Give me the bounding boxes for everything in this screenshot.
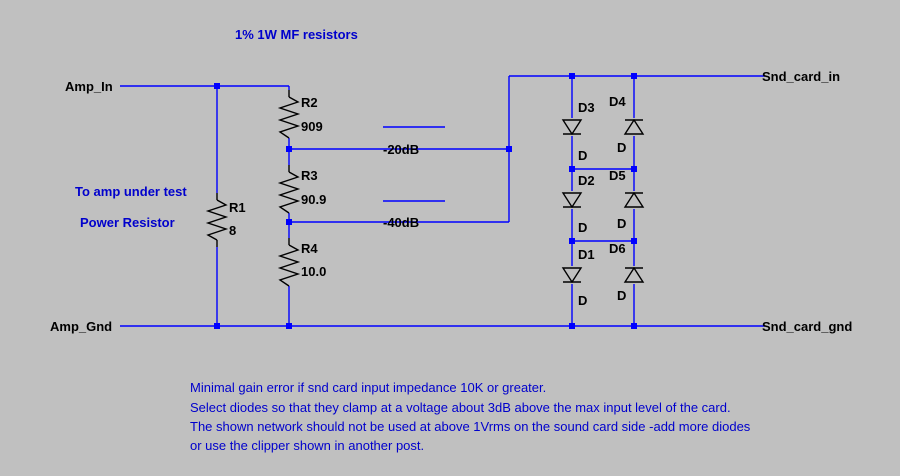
junction-dots <box>214 73 637 329</box>
net-label-snd-card-in: Snd_card_in <box>762 69 840 84</box>
r1-value: 8 <box>229 223 236 238</box>
r3-ref: R3 <box>301 168 318 183</box>
net-label-amp-gnd: Amp_Gnd <box>50 319 112 334</box>
d4-ref: D4 <box>609 94 626 109</box>
d6-value: D <box>617 288 626 303</box>
d3-value: D <box>578 148 587 163</box>
d6-ref: D6 <box>609 241 626 256</box>
d4-value: D <box>617 140 626 155</box>
note-line: Select diodes so that they clamp at a vo… <box>190 400 731 415</box>
diode-d6 <box>623 266 645 283</box>
tap-label-20db: -20dB <box>383 142 419 157</box>
diode-d1 <box>561 267 583 284</box>
d1-ref: D1 <box>578 247 595 262</box>
d2-value: D <box>578 220 587 235</box>
resistor-r4 <box>277 238 301 287</box>
note-line: or use the clipper shown in another post… <box>190 438 424 453</box>
title-label: 1% 1W MF resistors <box>235 27 358 42</box>
tap-label-40db: -40dB <box>383 215 419 230</box>
diode-d3 <box>561 119 583 136</box>
note-line: Minimal gain error if snd card input imp… <box>190 380 546 395</box>
diode-d2 <box>561 192 583 209</box>
resistor-r2 <box>277 90 301 139</box>
resistor-r1 <box>205 193 229 247</box>
net-label-snd-card-gnd: Snd_card_gnd <box>762 319 852 334</box>
diode-d5 <box>623 191 645 208</box>
net-label-amp-in: Amp_In <box>65 79 113 94</box>
d5-value: D <box>617 216 626 231</box>
d1-value: D <box>578 293 587 308</box>
d2-ref: D2 <box>578 173 595 188</box>
r4-value: 10.0 <box>301 264 326 279</box>
d5-ref: D5 <box>609 168 626 183</box>
resistor-r3 <box>277 165 301 214</box>
wires <box>120 75 765 327</box>
annotation-power-resistor: Power Resistor <box>80 215 175 230</box>
diode-d4 <box>623 118 645 135</box>
note-line: The shown network should not be used at … <box>190 419 751 434</box>
r2-ref: R2 <box>301 95 318 110</box>
r3-value: 90.9 <box>301 192 326 207</box>
r4-ref: R4 <box>301 241 318 256</box>
annotation-to-amp: To amp under test <box>75 184 187 199</box>
d3-ref: D3 <box>578 100 595 115</box>
r2-value: 909 <box>301 119 323 134</box>
r1-ref: R1 <box>229 200 246 215</box>
